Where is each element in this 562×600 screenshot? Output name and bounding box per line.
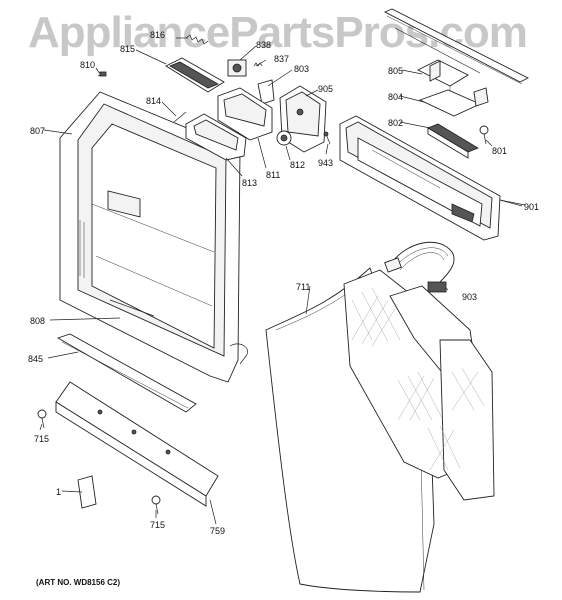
screw-715b <box>151 495 161 515</box>
ribbon-cable-903 <box>384 241 455 293</box>
screw-715a <box>37 409 47 429</box>
callout-802: 802 <box>388 118 404 128</box>
callout-814: 814 <box>146 96 162 106</box>
dispenser-811 <box>217 87 273 141</box>
top-trim-strip <box>383 8 530 85</box>
callout-810: 810 <box>80 60 96 70</box>
callout-808: 808 <box>30 316 46 326</box>
bracket-803 <box>257 79 275 105</box>
callout-1: 1 <box>56 487 62 497</box>
callout-711: 711 <box>296 282 311 292</box>
bracket-805 <box>416 59 469 95</box>
control-panel-901 <box>339 115 526 241</box>
knob-812 <box>276 130 292 146</box>
callout-813: 813 <box>242 178 258 188</box>
callout-812: 812 <box>290 160 306 170</box>
callout-804: 804 <box>388 92 404 102</box>
insulation-pad <box>343 269 495 501</box>
watermark: AppliancePartsPros.com <box>28 8 528 57</box>
callout-805: 805 <box>388 66 404 76</box>
label-card-1 <box>77 475 97 509</box>
module-905 <box>279 85 327 153</box>
callout-801: 801 <box>492 146 508 156</box>
callout-903: 903 <box>462 292 478 302</box>
pin-814 <box>173 111 187 123</box>
callout-803: 803 <box>294 64 310 74</box>
callout-715-left: 715 <box>34 434 50 444</box>
vent-815 <box>165 57 225 93</box>
toe-kick-845 <box>56 333 197 413</box>
callout-816: 816 <box>150 30 166 40</box>
callout-943: 943 <box>318 158 334 168</box>
callout-838: 838 <box>256 40 272 50</box>
spring-816 <box>185 34 209 45</box>
housing-813 <box>185 113 247 161</box>
callout-815: 815 <box>120 44 136 54</box>
callout-807: 807 <box>30 126 46 136</box>
inner-door-807 <box>59 91 248 383</box>
screw-943 <box>323 131 331 145</box>
callout-845: 845 <box>28 354 44 364</box>
callout-811: 811 <box>266 170 281 180</box>
screw-801 <box>479 125 489 145</box>
switch-838 <box>227 59 247 77</box>
bar-802 <box>427 123 479 159</box>
spring-837 <box>253 62 263 67</box>
callout-901: 901 <box>524 202 540 212</box>
kick-plate-759 <box>55 381 219 507</box>
callout-905: 905 <box>318 84 334 94</box>
bracket-804 <box>418 87 489 117</box>
callout-837: 837 <box>274 54 290 64</box>
callout-759: 759 <box>210 526 226 536</box>
leader-lines <box>39 37 523 525</box>
art-number: (ART NO. WD8156 C2) <box>36 578 121 587</box>
callout-715-bottom: 715 <box>150 520 166 530</box>
